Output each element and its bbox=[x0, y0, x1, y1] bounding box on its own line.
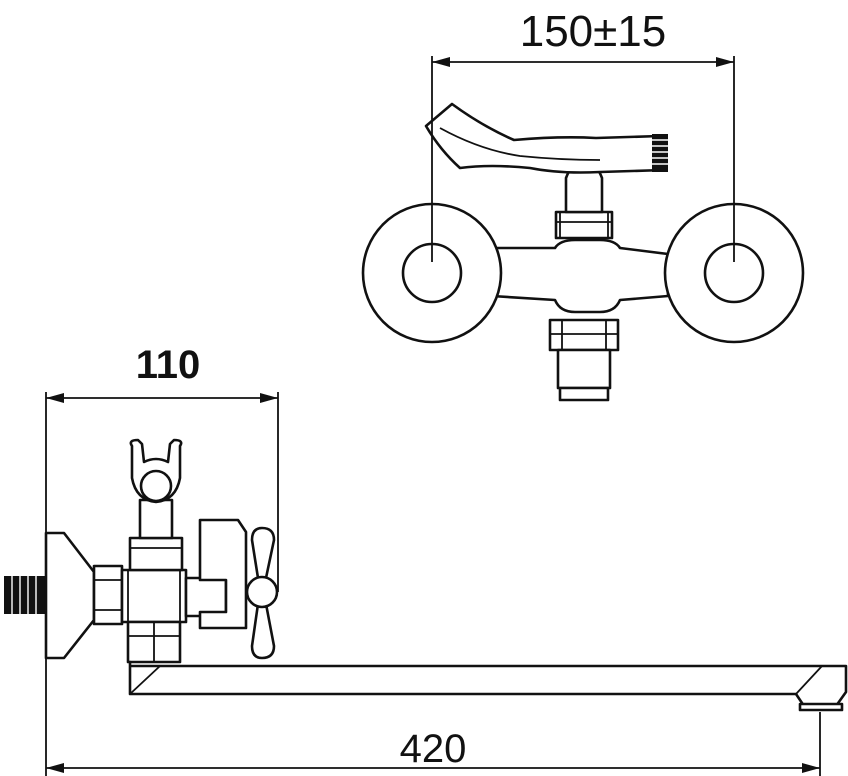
wall-flange bbox=[44, 531, 96, 660]
mixer-body-side bbox=[120, 568, 188, 624]
lever-block bbox=[198, 518, 248, 630]
projection-label: 110 bbox=[136, 343, 201, 387]
spout-length-label: 420 bbox=[400, 727, 467, 771]
shower-holder-ring bbox=[139, 469, 173, 503]
diverter-column bbox=[128, 536, 184, 572]
cross-handle-cap bbox=[245, 575, 279, 609]
diverter-nut bbox=[554, 210, 614, 240]
outlet-tip bbox=[558, 386, 610, 402]
front-view: 150±15 bbox=[361, 7, 805, 402]
center-distance-label: 150±15 bbox=[520, 7, 667, 56]
outlet-pipe bbox=[556, 348, 612, 390]
diverter-lever bbox=[424, 102, 666, 174]
side-view: 110 420 bbox=[4, 343, 848, 776]
connection-nut bbox=[92, 564, 124, 626]
inlet-thread bbox=[4, 576, 48, 614]
mixer-body bbox=[490, 238, 670, 314]
aerator bbox=[798, 702, 844, 712]
outlet-nut bbox=[548, 318, 620, 352]
spout bbox=[128, 660, 848, 708]
shower-thread bbox=[652, 134, 668, 172]
